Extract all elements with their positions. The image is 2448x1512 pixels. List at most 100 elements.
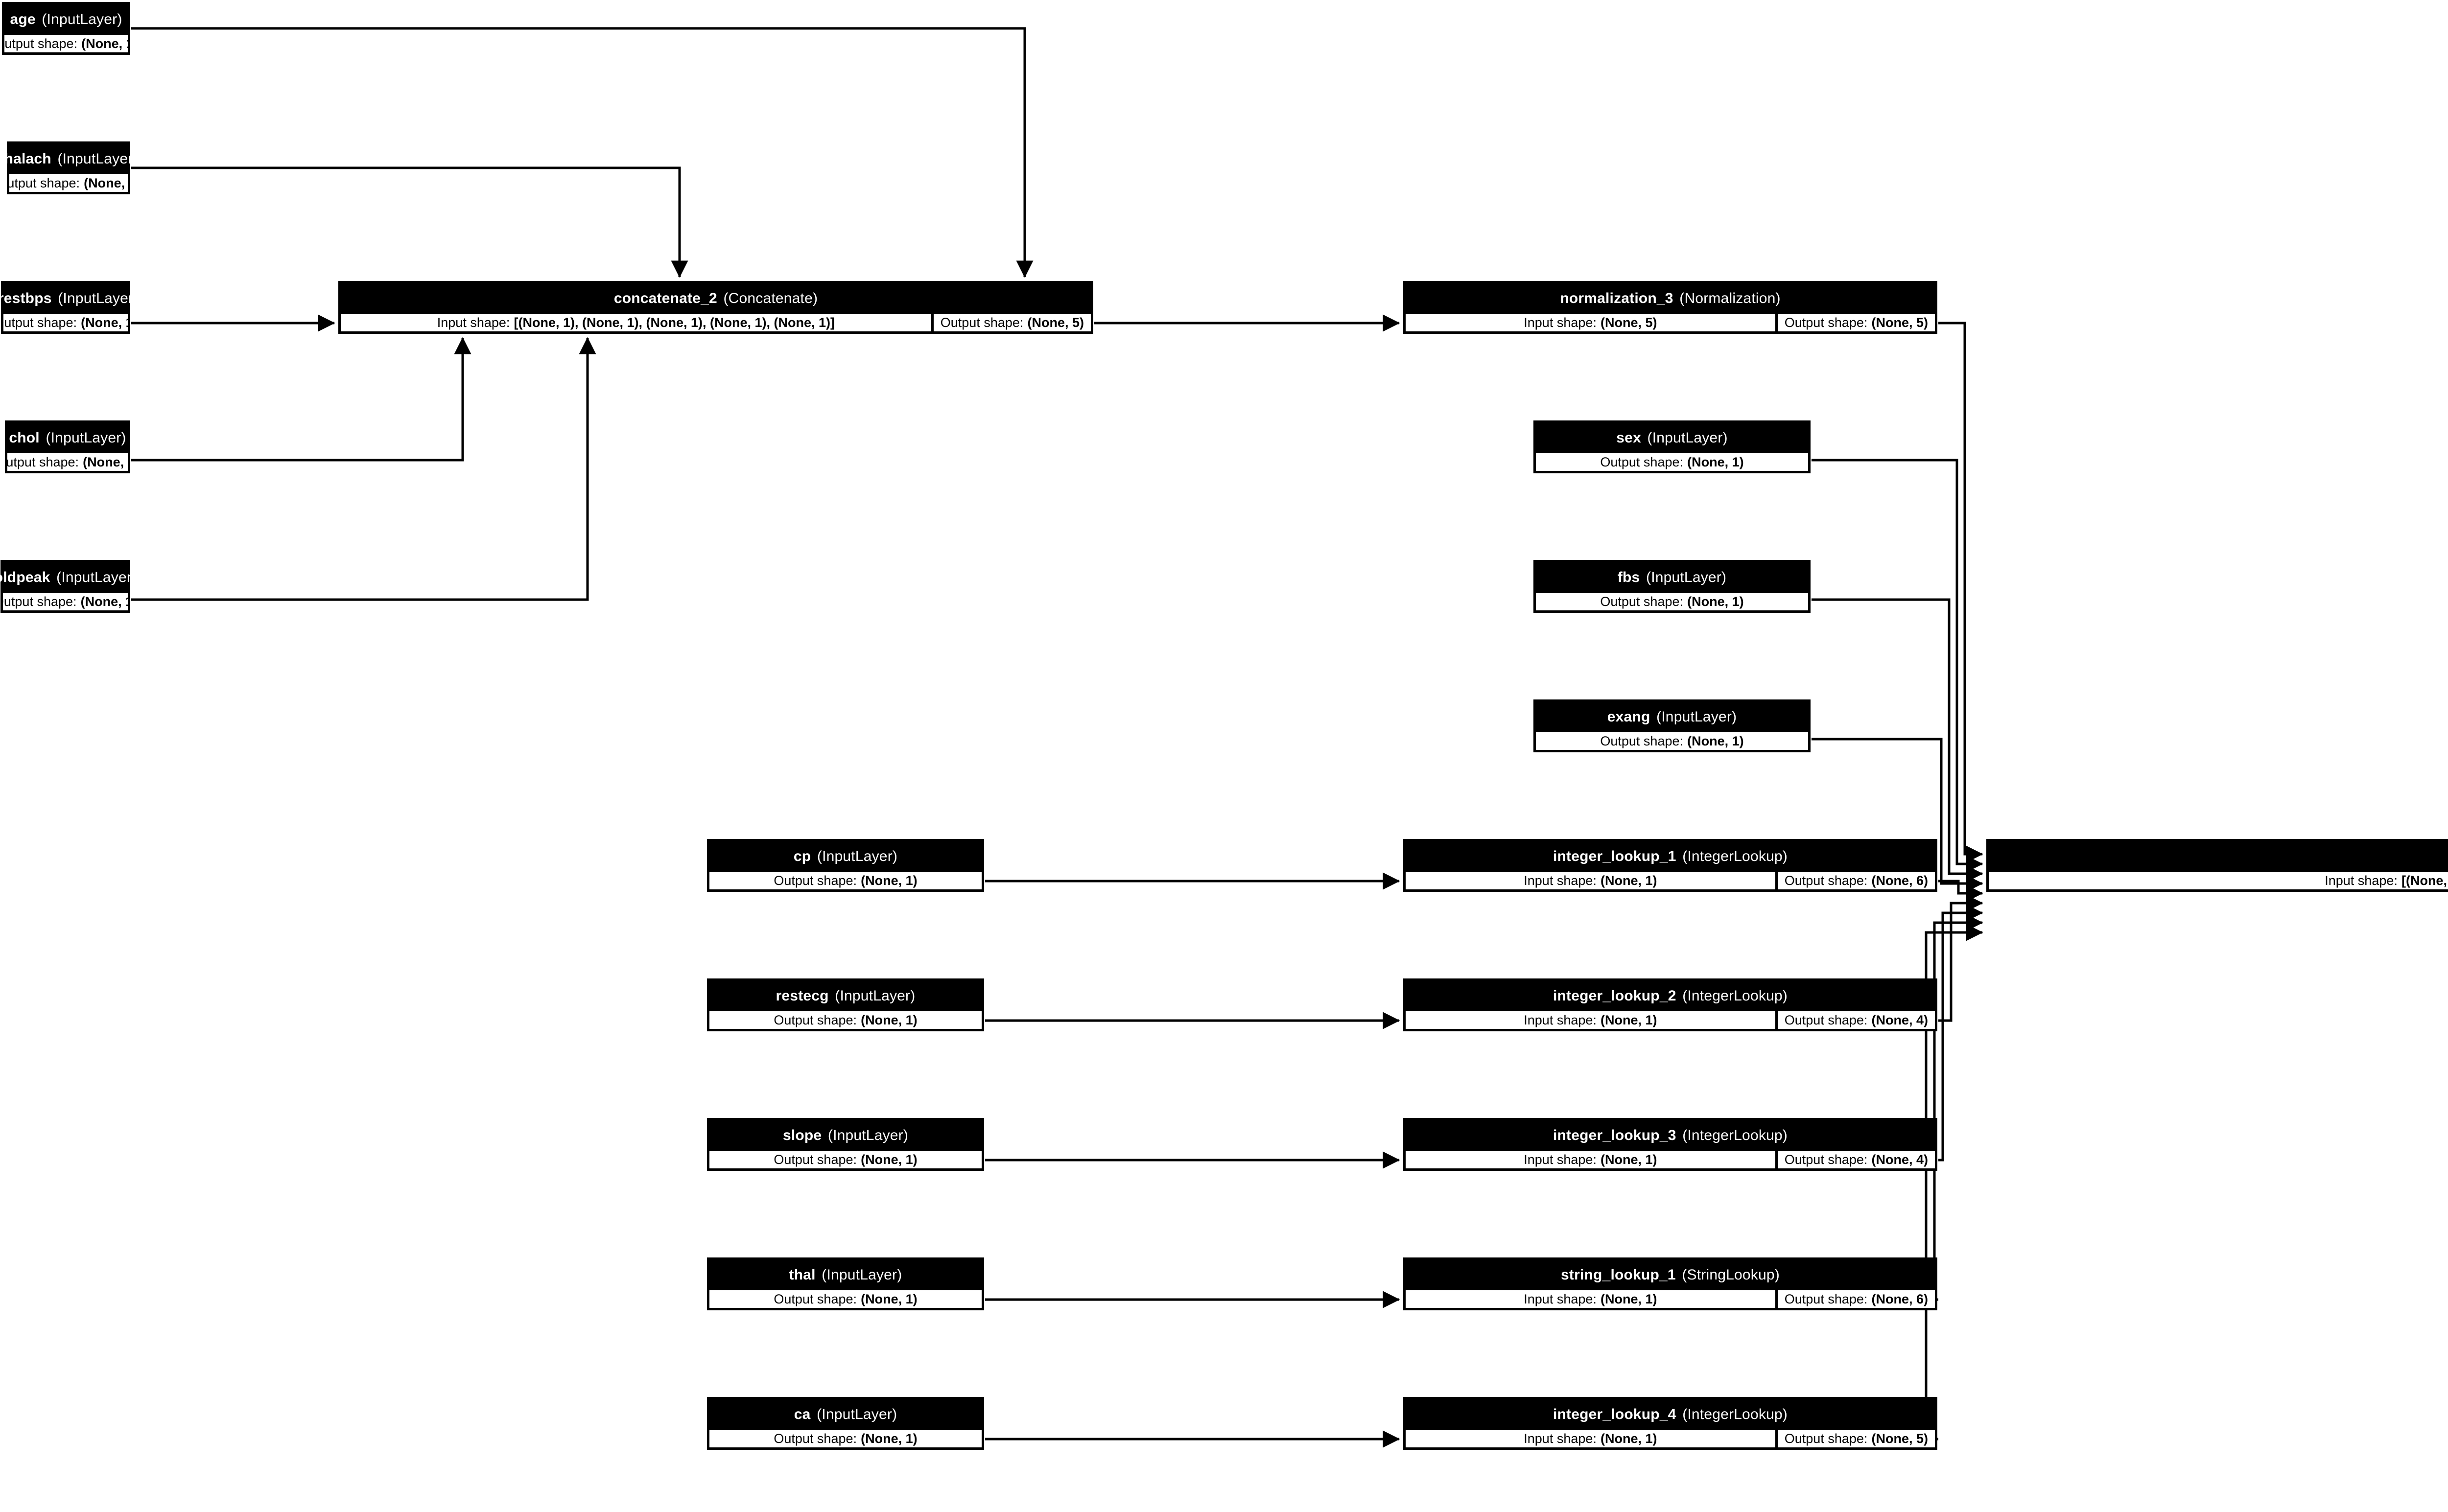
node-body-exang: Output shape:(None, 1) [1536,732,1808,750]
node-layer-type: (InputLayer) [822,1267,902,1283]
output-shape-cell: Output shape:(None, 1) [709,1011,982,1029]
edge-fbs-to-concatenate_3 [1812,598,1983,883]
node-title-integer_lookup_4: integer_lookup_4 (IntegerLookup) [1406,1399,1935,1430]
node-title-chol: chol(InputLayer) [7,423,128,453]
node-layer-type: (IntegerLookup) [1682,1406,1788,1422]
edge-chol-to-concatenate_2 [131,337,471,462]
shape-value: (None, 4) [1871,1152,1928,1167]
node-exang[interactable]: exang(InputLayer)Output shape:(None, 1) [1533,699,1811,752]
edge-age-to-concatenate_2 [131,27,1034,278]
node-age[interactable]: age(InputLayer)Output shape:(None, 1) [2,2,130,55]
node-thalach[interactable]: thalach(InputLayer)Output shape:(None, 1… [0,141,138,194]
output-shape-cell: Output shape:(None, 1) [3,314,128,331]
shape-label: Output shape: [774,1431,857,1446]
shape-value: (None, 6) [1871,1291,1928,1306]
node-layer-type: (InputLayer) [1656,709,1737,725]
input-shape-cell: Input shape:(None, 1) [1406,1430,1775,1447]
shape-value: [(None, 1), (None, 1), (None, 1), (None,… [514,315,835,330]
shape-value: (None, 1) [861,873,918,888]
node-layer-name: fbs [1617,569,1640,585]
node-layer-type: (IntegerLookup) [1682,1127,1788,1143]
edge-integer_lookup_1-to-concatenate_3 [1938,880,1983,902]
node-chol[interactable]: chol(InputLayer)Output shape:(None, 1) [5,420,130,473]
node-layer-name: sex [1616,430,1641,446]
node-slope[interactable]: slope(InputLayer)Output shape:(None, 1) [707,1118,984,1171]
shape-label: Input shape: [1524,1012,1597,1027]
node-title-concatenate_2: concatenate_2(Concatenate) [341,283,1091,314]
node-trestbps[interactable]: trestbps(InputLayer)Output shape:(None, … [0,281,138,334]
output-shape-cell: Output shape:(None, 1) [1536,732,1808,750]
node-layer-type: (IntegerLookup) [1682,988,1788,1004]
shape-label: Output shape: [940,315,1024,330]
node-title-restecg: restecg(InputLayer) [709,981,982,1011]
input-shape-cell: Input shape:(None, 1) [1406,1151,1775,1168]
node-layer-name: age [10,11,36,27]
node-integer_lookup_4[interactable]: integer_lookup_4 (IntegerLookup) Input sha… [1403,1397,1937,1450]
shape-label: Input shape: [437,315,510,330]
shape-value: (None, 1) [861,1152,918,1167]
node-thal[interactable]: thal(InputLayer)Output shape:(None, 1) [707,1257,984,1310]
node-integer_lookup_3[interactable]: integer_lookup_3 (IntegerLookup) Input sha… [1403,1118,1937,1171]
shape-label: Output shape: [7,454,79,469]
shape-value: (None, 1) [1687,594,1744,609]
shape-value: (None, 1) [80,594,128,609]
shape-label: Output shape: [3,594,77,609]
node-ca[interactable]: ca (InputLayer) Output shape:(None, 1) [707,1397,984,1450]
edge-integer_lookup_3-to-concatenate_3 [1938,904,1983,1162]
node-layer-name: integer_lookup_3 [1553,1127,1676,1143]
shape-value: (None, 1) [1687,454,1744,469]
node-title-normalization_3: normalization_3 (Normalization) [1406,283,1935,314]
node-integer_lookup_1[interactable]: integer_lookup_1(IntegerLookup)Input sha… [1403,839,1937,892]
shape-label: Output shape: [3,315,77,330]
node-title-string_lookup_1: string_lookup_1(StringLookup) [1406,1260,1935,1290]
node-layer-name: trestbps [0,290,52,306]
shape-label: Input shape: [1524,873,1597,888]
shape-value: (None, 1) [1600,1012,1657,1027]
shape-label: Input shape: [2325,873,2398,888]
node-body-cp: Output shape:(None, 1) [709,872,982,889]
node-layer-name: integer_lookup_2 [1553,988,1676,1004]
output-shape-cell: Output shape:(None, 1) [3,593,128,610]
shape-value: (None, 5) [1871,1431,1928,1446]
node-fbs[interactable]: fbs(InputLayer)Output shape:(None, 1) [1533,560,1811,613]
node-title-cp: cp(InputLayer) [709,841,982,872]
node-layer-type: (InputLayer) [817,848,898,864]
node-body-concatenate_3: Input shape:[(None, 1), (None, 1), (None… [1989,872,2448,889]
node-layer-name: normalization_3 [1560,290,1673,306]
input-shape-cell: Input shape:(None, 1) [1406,1011,1775,1029]
node-body-ca: Output shape:(None, 1) [709,1430,982,1447]
node-title-trestbps: trestbps(InputLayer) [0,283,138,314]
node-integer_lookup_2[interactable]: integer_lookup_2 (IntegerLookup) Input sha… [1403,978,1937,1031]
node-layer-name: integer_lookup_4 [1553,1406,1676,1422]
output-shape-cell: Output shape:(None, 1) [9,174,128,192]
node-sex[interactable]: sex(InputLayer)Output shape:(None, 1) [1533,420,1811,473]
node-layer-type: (InputLayer) [1647,430,1728,446]
shape-value: (None, 1) [1600,1291,1657,1306]
node-body-string_lookup_1: Input shape:(None, 1)Output shape:(None,… [1406,1290,1935,1308]
output-shape-cell: Output shape:(None, 6) [1777,872,1935,889]
node-layer-type: (InputLayer) [817,1406,897,1422]
node-string_lookup_1[interactable]: string_lookup_1(StringLookup)Input shape… [1403,1257,1937,1310]
node-body-integer_lookup_2: Input shape:(None, 1)Output shape:(None,… [1406,1011,1935,1029]
node-layer-type: (Normalization) [1679,290,1781,306]
output-shape-cell: Output shape:(None, 1) [709,1290,982,1308]
node-oldpeak[interactable]: oldpeak(InputLayer)Output shape:(None, 1… [0,560,137,613]
node-layer-name: ca [794,1406,811,1422]
output-shape-cell: Output shape:(None, 1) [1536,593,1808,610]
node-title-oldpeak: oldpeak(InputLayer) [0,562,137,593]
shape-label: Output shape: [1600,733,1683,748]
node-normalization_3[interactable]: normalization_3 (Normalization) Input shap… [1403,281,1937,334]
shape-label: Output shape: [1784,1431,1868,1446]
node-concatenate_3[interactable]: concatenate_3(Concatenate)Input shape:[(… [1986,839,2448,892]
shape-value: (None, 4) [1871,1012,1928,1027]
output-shape-cell: Output shape:(None, 5) [1777,314,1935,331]
output-shape-cell: Output shape:(None, 5) [933,314,1091,331]
node-cp[interactable]: cp(InputLayer)Output shape:(None, 1) [707,839,984,892]
output-shape-cell: Output shape:(None, 1) [4,35,128,52]
shape-value: (None, 1) [1600,1152,1657,1167]
node-body-integer_lookup_4: Input shape:(None, 1) Output shape:(None,… [1406,1430,1935,1447]
output-shape-cell: Output shape:(None, 1) [709,872,982,889]
node-body-normalization_3: Input shape:(None, 5)Output shape:(None,… [1406,314,1935,331]
node-restecg[interactable]: restecg(InputLayer)Output shape:(None, 1… [707,978,984,1031]
node-concatenate_2[interactable]: concatenate_2(Concatenate)Input shape: [(… [338,281,1093,334]
